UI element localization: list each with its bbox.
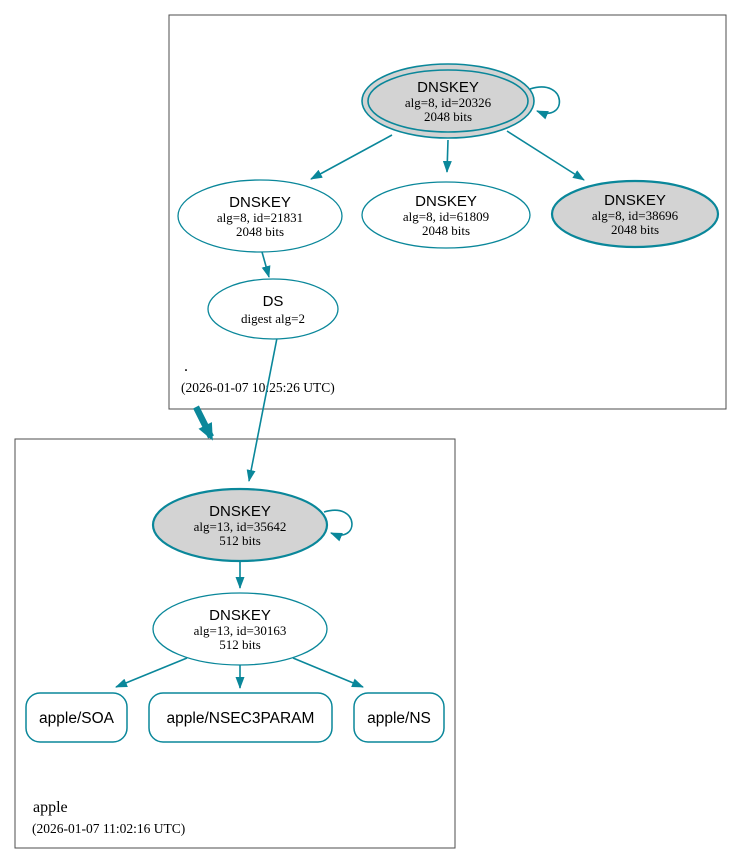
svg-text:DNSKEY: DNSKEY	[229, 194, 291, 211]
svg-text:alg=13, id=30163: alg=13, id=30163	[194, 623, 287, 638]
svg-text:apple/NSEC3PARAM: apple/NSEC3PARAM	[167, 710, 315, 727]
edge-ksk20326-to-zsk61809	[442, 139, 452, 173]
apple-zone-cluster	[14, 438, 456, 849]
node-rrset-apple-ns: apple/NS	[353, 692, 445, 743]
svg-text:digest alg=2: digest alg=2	[241, 311, 305, 326]
svg-text:2048 bits: 2048 bits	[422, 223, 470, 238]
svg-text:alg=8, id=38696: alg=8, id=38696	[592, 208, 679, 223]
svg-text:apple/NS: apple/NS	[367, 710, 431, 727]
svg-text:2048 bits: 2048 bits	[424, 109, 472, 124]
edge-ksk20326-to-zsk21831	[310, 134, 393, 180]
svg-text:DNSKEY: DNSKEY	[604, 192, 666, 209]
root-zone-cluster	[168, 14, 727, 410]
svg-text:alg=13, id=35642: alg=13, id=35642	[194, 519, 287, 534]
trust-anchor-inner-ring	[367, 69, 529, 133]
edge-ksk35642-self-loop	[323, 509, 353, 542]
edge-ksk20326-to-ksk38696	[506, 130, 585, 181]
apple-zone-label: apple	[33, 799, 68, 816]
edge-ksk20326-self-loop	[529, 86, 561, 120]
node-root-ksk-38696: DNSKEY alg=8, id=38696 2048 bits	[550, 179, 720, 249]
edge-root-delegation-to-apple	[193, 405, 214, 441]
svg-text:alg=8, id=20326: alg=8, id=20326	[405, 95, 492, 110]
node-root-ksk-20326: DNSKEY alg=8, id=20326 2048 bits	[361, 63, 535, 139]
svg-text:DNSKEY: DNSKEY	[209, 607, 271, 624]
svg-text:alg=8, id=21831: alg=8, id=21831	[217, 210, 303, 225]
svg-text:apple/SOA: apple/SOA	[39, 710, 115, 727]
root-zone-label: .	[184, 358, 188, 375]
apple-zone-timestamp: (2026-01-07 11:02:16 UTC)	[32, 821, 185, 836]
svg-text:512 bits: 512 bits	[219, 533, 261, 548]
node-apple-zsk-30163: DNSKEY alg=13, id=30163 512 bits	[152, 592, 328, 666]
svg-text:alg=8, id=61809: alg=8, id=61809	[403, 209, 489, 224]
root-zone-timestamp: (2026-01-07 10:25:26 UTC)	[181, 380, 335, 395]
svg-text:DNSKEY: DNSKEY	[209, 503, 271, 520]
node-apple-ksk-35642: DNSKEY alg=13, id=35642 512 bits	[151, 487, 329, 563]
node-root-zsk-21831: DNSKEY alg=8, id=21831 2048 bits	[177, 179, 343, 253]
svg-text:2048 bits: 2048 bits	[611, 222, 659, 237]
edge-zsk30163-to-soa	[115, 657, 188, 688]
edge-zsk21831-to-ds	[261, 251, 271, 278]
svg-text:512 bits: 512 bits	[219, 637, 261, 652]
node-rrset-apple-nsec3param: apple/NSEC3PARAM	[148, 692, 333, 743]
edge-ds-to-apple-ksk	[246, 337, 278, 482]
svg-text:DNSKEY: DNSKEY	[415, 193, 477, 210]
edge-zsk30163-to-ns	[292, 657, 364, 688]
node-root-ds: DS digest alg=2	[207, 278, 339, 340]
node-root-zsk-61809: DNSKEY alg=8, id=61809 2048 bits	[361, 181, 531, 249]
svg-text:DS: DS	[263, 293, 284, 310]
node-rrset-apple-soa: apple/SOA	[25, 692, 128, 743]
svg-text:2048 bits: 2048 bits	[236, 224, 284, 239]
svg-text:DNSKEY: DNSKEY	[417, 79, 479, 96]
